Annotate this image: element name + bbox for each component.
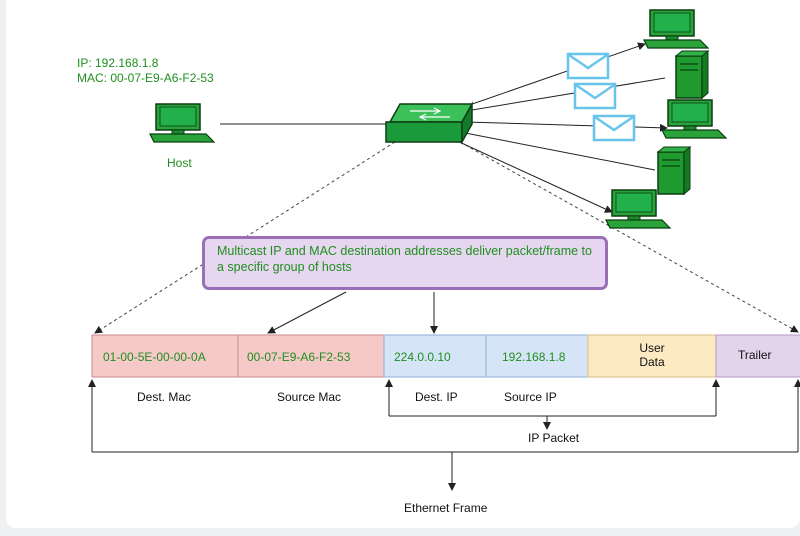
host-mac-label: MAC: 00-07-E9-A6-F2-53 — [77, 71, 214, 85]
ethernet-frame: 01-00-5E-00-00-0A 00-07-E9-A6-F2-53 224.… — [91, 334, 800, 404]
server-tower-icon — [675, 50, 709, 99]
ethernet-frame-label: Ethernet Frame — [404, 501, 488, 515]
source-mac-value: 00-07-E9-A6-F2-53 — [247, 350, 351, 364]
trailer-value: Trailer — [738, 348, 772, 362]
computer-icon — [643, 9, 709, 49]
envelope-icon — [566, 52, 610, 80]
host-label: Host — [167, 156, 192, 170]
field-user-data — [587, 334, 717, 378]
note-arrows — [267, 291, 438, 334]
switch-links — [220, 42, 668, 213]
host-computer-icon — [149, 103, 215, 143]
user-data-line: Data — [639, 355, 665, 369]
multicast-note-box: Multicast IP and MAC destination address… — [202, 236, 608, 290]
dest-mac-value: 01-00-5E-00-00-0A — [103, 350, 206, 364]
ip-packet-bracket — [385, 379, 720, 430]
source-ip-caption: Source IP — [504, 390, 557, 404]
host-ip-label: IP: 192.168.1.8 — [77, 56, 159, 70]
source-ip-value: 192.168.1.8 — [502, 350, 566, 364]
user-data-line: User — [639, 341, 664, 355]
computer-icon — [605, 189, 671, 229]
dest-mac-caption: Dest. Mac — [137, 390, 191, 404]
field-dest-ip — [383, 334, 487, 378]
computer-icon — [661, 99, 727, 139]
field-source-ip — [485, 334, 589, 378]
server-tower-icon — [657, 146, 691, 195]
source-mac-caption: Source Mac — [277, 390, 341, 404]
ip-packet-label: IP Packet — [528, 431, 580, 445]
field-trailer — [715, 334, 800, 378]
dest-ip-value: 224.0.0.10 — [394, 350, 451, 364]
envelope-icon — [573, 82, 617, 110]
dashed-guides — [94, 141, 799, 334]
dest-ip-caption: Dest. IP — [415, 390, 458, 404]
multicast-note-text: Multicast IP and MAC destination address… — [217, 244, 592, 274]
network-switch-icon — [385, 101, 474, 145]
field-source-mac — [237, 334, 385, 378]
envelope-icon — [592, 114, 636, 142]
ethernet-frame-bracket — [88, 379, 800, 491]
